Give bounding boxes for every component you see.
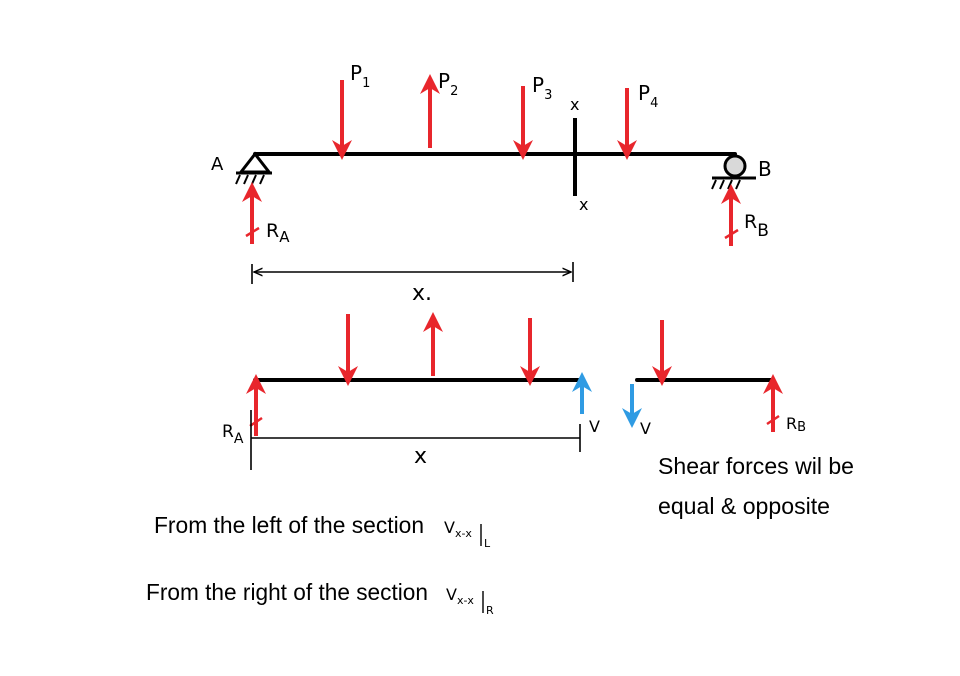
left-reaction-label: RA: [222, 422, 244, 447]
svg-text:R: R: [486, 604, 494, 617]
right-segment-group: V RB: [622, 320, 806, 438]
svg-text:Vx-x: Vx-x: [446, 585, 474, 607]
left-reaction-tick: [249, 416, 263, 428]
right-shear-label: V: [640, 419, 651, 438]
note-line-1: Shear forces wil be: [658, 453, 854, 479]
note-line-2: equal & opposite: [658, 493, 830, 519]
support-a-label: A: [211, 154, 224, 175]
load-p4-label: P4: [638, 81, 658, 111]
roller-support-b-icon: [711, 154, 756, 190]
load-p2-label: P2: [438, 69, 458, 99]
left-segment-group: RA V x: [222, 312, 600, 470]
right-equation-symbol: Vx-x R: [446, 585, 494, 617]
left-shear-label: V: [589, 417, 600, 436]
load-p1-label: P1: [350, 61, 370, 91]
top-dimension-label: x.: [412, 281, 432, 306]
right-equation-text: From the right of the section: [146, 579, 428, 605]
pin-support-a-icon: [235, 151, 273, 185]
left-dimension-label: x: [414, 444, 427, 469]
reaction-b-tick: [724, 228, 739, 240]
svg-text:L: L: [484, 537, 491, 550]
right-reaction-tick: [766, 414, 780, 426]
full-beam-group: A B P1 P2 P3 P4 x x RA RB: [211, 61, 772, 306]
reaction-b-label: RB: [744, 211, 769, 241]
svg-text:Vx-x: Vx-x: [444, 518, 472, 540]
left-equation-text: From the left of the section: [154, 512, 424, 538]
support-b-label: B: [758, 157, 772, 181]
load-p3-label: P3: [532, 73, 552, 103]
right-reaction-label: RB: [786, 414, 806, 435]
section-top-label: x: [570, 95, 579, 114]
reaction-a-tick: [245, 226, 260, 238]
section-bottom-label: x: [579, 195, 588, 214]
left-equation-symbol: Vx-x L: [444, 518, 491, 550]
reaction-a-label: RA: [266, 220, 290, 246]
